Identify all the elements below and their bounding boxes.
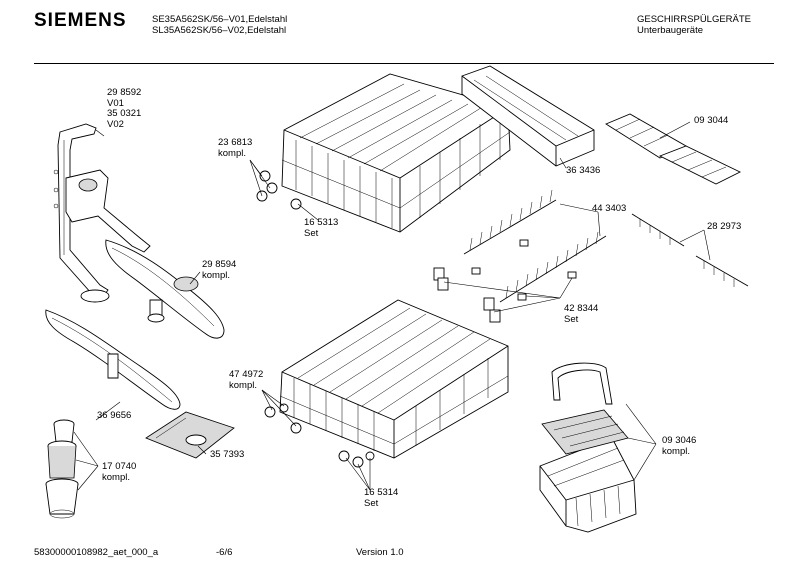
cutlery-basket bbox=[539, 362, 637, 533]
plate-tine-rows bbox=[463, 189, 607, 303]
part-label-443403: 44 3403 bbox=[592, 203, 627, 214]
page-number: -6/6 bbox=[216, 547, 233, 558]
part-label-093044: 09 3044 bbox=[694, 115, 729, 126]
part-label-363436: 36 3436 bbox=[566, 165, 601, 176]
part-label-357393: 35 7393 bbox=[210, 449, 245, 460]
spray-arm-supply-pipe bbox=[53, 123, 151, 303]
leader-lines bbox=[73, 121, 711, 491]
model-line-1: SE35A562SK/56–V01,Edelstahl bbox=[152, 14, 288, 25]
model-designation: SE35A562SK/56–V01,Edelstahl SL35A562SK/5… bbox=[152, 14, 287, 36]
document-id: 58300000108982_aet_000_a bbox=[34, 547, 159, 558]
lower-basket-rollers bbox=[264, 403, 375, 468]
version-label: Version 1.0 bbox=[356, 547, 404, 558]
part-label-369656: 36 9656 bbox=[97, 410, 132, 421]
lower-spray-arm bbox=[45, 309, 181, 410]
header-rule bbox=[34, 63, 774, 64]
tine-clips bbox=[433, 239, 577, 323]
cup-rack-inserts bbox=[605, 113, 742, 185]
category-line-2: Unterbaugeräte bbox=[637, 25, 704, 36]
part-label-282973: 28 2973 bbox=[707, 221, 742, 232]
upper-spray-arm bbox=[105, 239, 225, 339]
category-line-1: GESCHIRRSPÜLGERÄTE bbox=[637, 14, 752, 25]
brand-logo: SIEMENS bbox=[34, 10, 127, 31]
folding-tine-strips bbox=[631, 213, 749, 287]
cutlery-drawer bbox=[461, 65, 595, 167]
filter-assembly bbox=[45, 419, 79, 519]
microfilter-plate bbox=[145, 411, 235, 459]
lower-basket bbox=[279, 299, 509, 459]
upper-basket-rollers bbox=[256, 170, 302, 210]
upper-basket bbox=[281, 73, 511, 233]
model-line-2: SL35A562SK/56–V02,Edelstahl bbox=[152, 25, 287, 36]
appliance-category: GESCHIRRSPÜLGERÄTE Unterbaugeräte bbox=[637, 14, 751, 36]
